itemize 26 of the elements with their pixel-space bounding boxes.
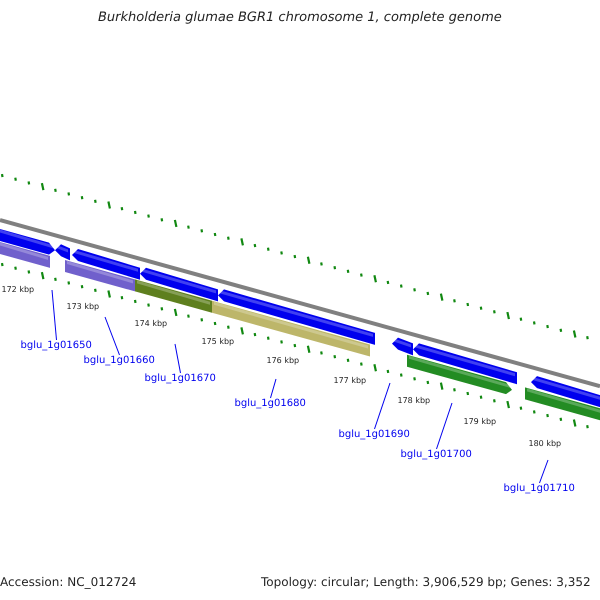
gene-label: bglu_1g01660 [84,356,155,366]
leader-line [52,290,57,340]
gene-label: bglu_1g01690 [338,430,410,440]
leader-line [436,402,452,450]
gene-label: bglu_1g01700 [400,450,472,460]
scale-label: 176 kbp [266,357,300,365]
gene-label: bglu_1g01670 [144,374,216,384]
gene-label: bglu_1g01650 [20,341,92,351]
leader-line [270,378,276,398]
scale-label: 177 kbp [334,377,366,385]
scale-label: 175 kbp [202,338,234,346]
topology-text: Topology: circular; Length: 3,906,529 bp; Genes: 3,352 [261,576,591,588]
leader-line [174,344,181,374]
leader-line [374,382,390,430]
scale-label: 173 kbp [66,303,100,311]
scale-label: 172 kbp [2,286,34,294]
scale-label: 179 kbp [464,418,496,426]
gene-label: bglu_1g01680 [234,399,306,409]
gene-label: bglu_1g01710 [504,484,575,494]
scale-label: 178 kbp [398,397,430,405]
scale-label: 174 kbp [134,320,168,328]
chart-title: Burkholderia glumae BGR1 chromosome 1, complete genome [98,11,502,24]
scale-label: 180 kbp [528,440,562,448]
leader-line [104,316,120,356]
accession-text: Accession: NC_012724 [0,576,136,588]
leader-line [539,460,548,484]
